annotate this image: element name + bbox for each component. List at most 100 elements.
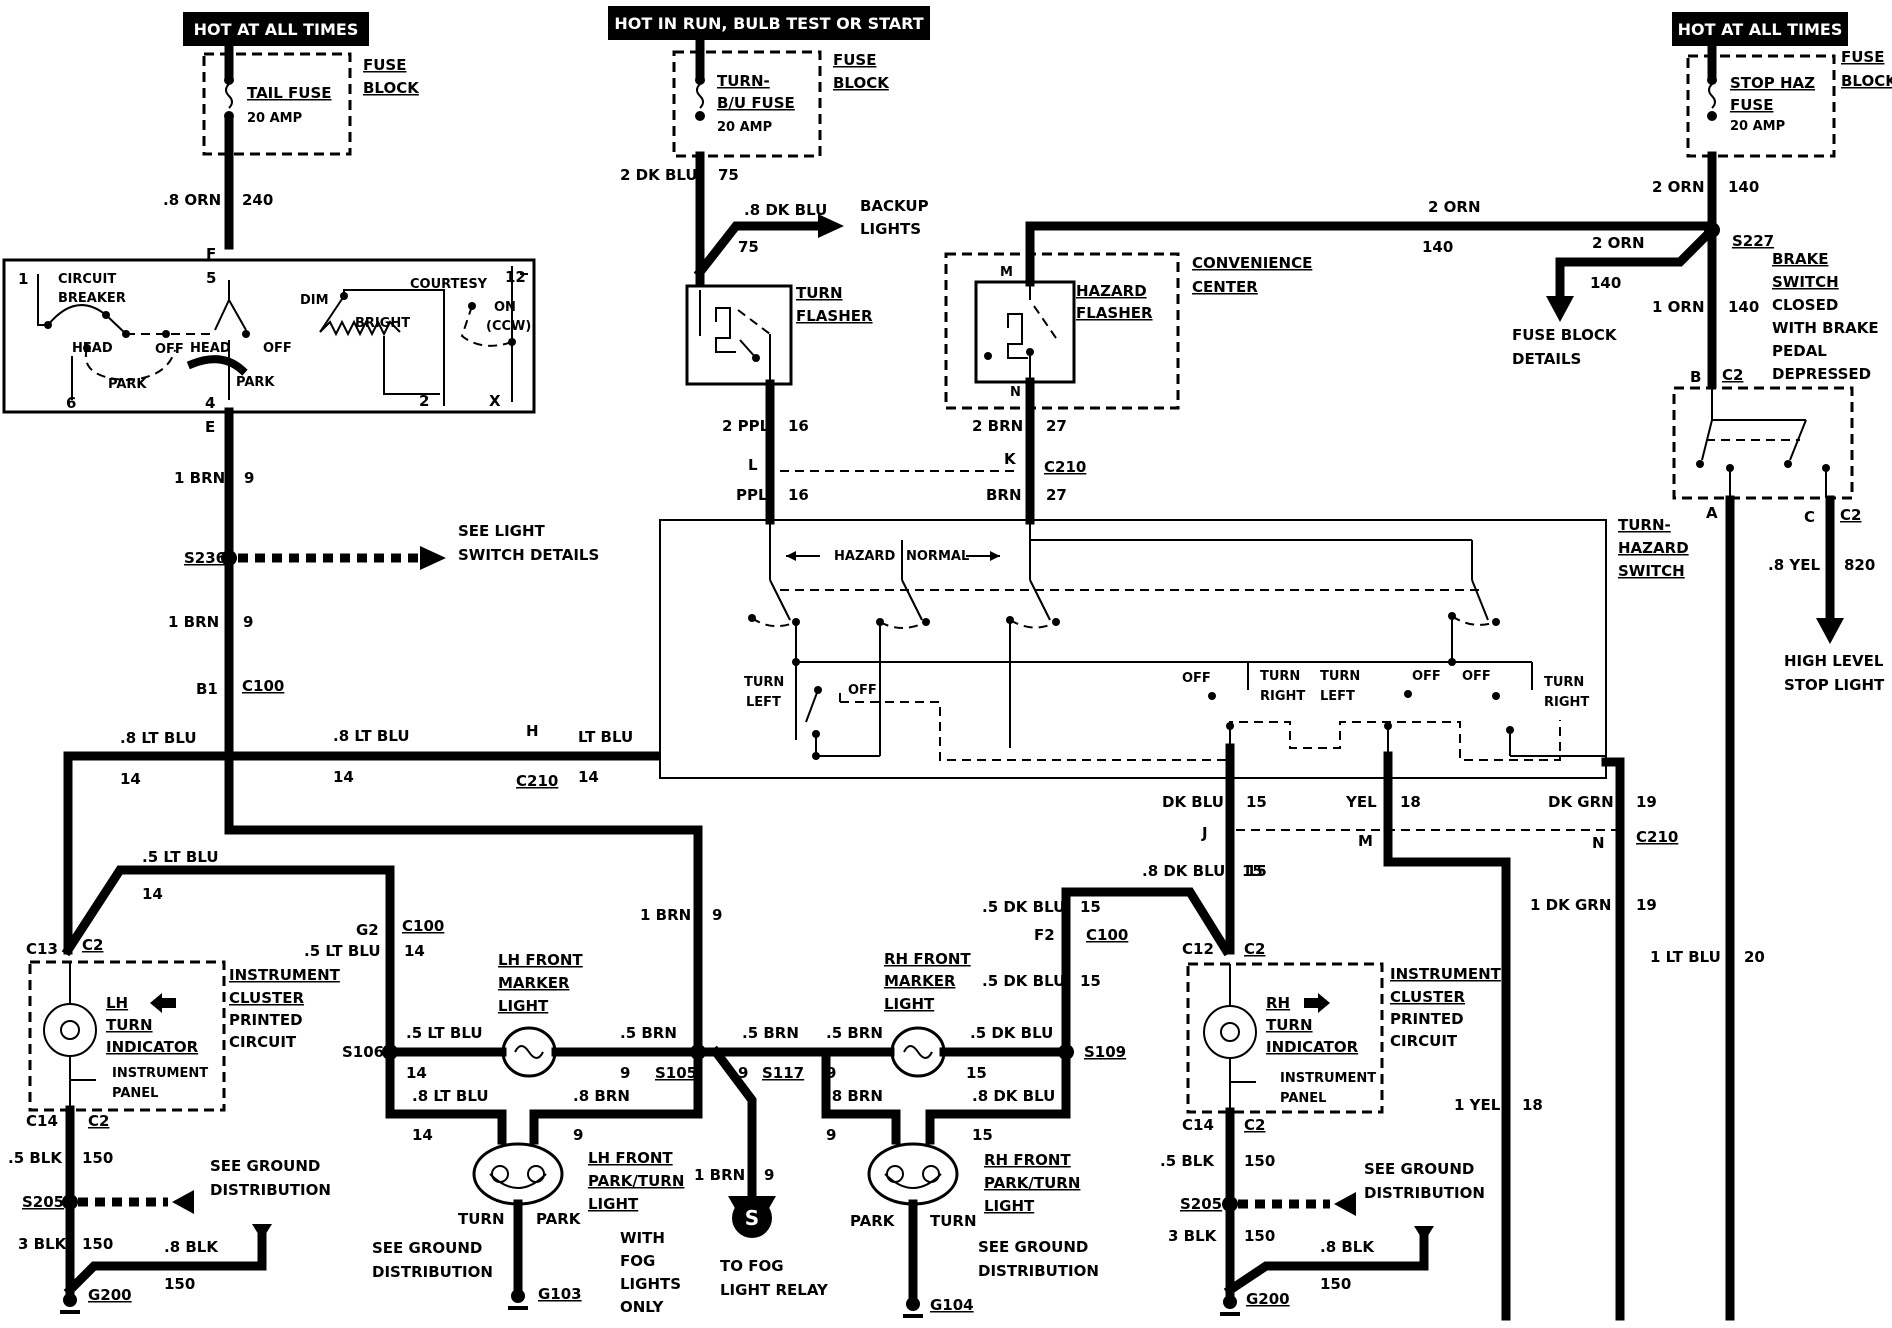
wire-number: 150 <box>164 1275 195 1293</box>
wire-number: 140 <box>1728 178 1759 196</box>
pin-label: 4 <box>205 394 215 412</box>
switch-label: TURN <box>1260 669 1300 684</box>
wire-label: .8 DK BLU <box>744 201 827 219</box>
wire-number: 19 <box>1636 896 1657 914</box>
wire-label: PPL <box>736 486 768 504</box>
wire-label: 2 ORN <box>1428 198 1481 216</box>
lh-indicator-label: LH <box>106 994 128 1012</box>
switch-label: HEAD <box>72 341 113 356</box>
park-turn-label: LH FRONT <box>588 1149 673 1167</box>
wire-label: .5 DK BLU <box>982 898 1065 916</box>
wire-label: .5 BRN <box>742 1024 799 1042</box>
arrow-light-switch-details <box>420 546 446 570</box>
ground-g104: G104 <box>930 1296 974 1314</box>
wire-label: .8 LT BLU <box>333 727 410 745</box>
cluster-label: PRINTED <box>229 1011 303 1029</box>
wire-number: 18 <box>1400 793 1421 811</box>
marker-label: LIGHT <box>884 995 935 1013</box>
wire-number: 150 <box>1244 1152 1275 1170</box>
wire-number: 16 <box>788 486 809 504</box>
wire-label: 2 BRN <box>972 417 1023 435</box>
fog-relay-symbol: S <box>745 1206 759 1230</box>
cluster-label: INSTRUMENT <box>229 966 341 984</box>
ground-g103: G103 <box>538 1285 582 1303</box>
wire-label: .8 ORN <box>163 191 221 209</box>
wire-label: 1 ORN <box>1652 298 1705 316</box>
ground-symbol-icon <box>903 1297 923 1318</box>
wire-label: 3 BLK <box>1168 1227 1218 1245</box>
connector-label: K <box>1004 450 1017 468</box>
cluster-label: CLUSTER <box>1390 988 1465 1006</box>
park-turn-label: RH FRONT <box>984 1151 1071 1169</box>
splice-s236: S236 <box>184 549 226 567</box>
left-arrow-icon <box>150 993 176 1013</box>
fuse-block-label: BLOCK <box>363 79 420 97</box>
rh-front-marker-light: RH FRONT MARKER LIGHT <box>884 950 971 1078</box>
header-hot-mid: HOT IN RUN, BULB TEST OR START <box>608 6 930 40</box>
note-text: BACKUP <box>860 197 929 215</box>
stop-haz-fuse: STOP HAZ FUSE 20 AMP FUSE BLOCK <box>1686 41 1892 158</box>
wire-label: .5 BRN <box>826 1024 883 1042</box>
switch-title: TURN- <box>1618 516 1671 534</box>
switch-label: OFF <box>155 342 184 357</box>
wire-label: .5 LT BLU <box>142 848 219 866</box>
pin-label: 5 <box>206 269 216 287</box>
park-turn-label: PARK/TURN <box>588 1172 684 1190</box>
rh-front-park-turn-light: RH FRONT PARK/TURN LIGHT PARK TURN <box>850 1142 1080 1230</box>
panel-label: PANEL <box>112 1086 158 1101</box>
wire-label: .8 DK BLU <box>972 1087 1055 1105</box>
switch-label: OFF <box>1182 671 1211 686</box>
wire-label: .5 BLK <box>8 1149 63 1167</box>
wire-number: 9 <box>244 469 254 487</box>
switch-label: COURTESY <box>410 277 488 292</box>
splice-s227: S227 <box>1732 232 1774 250</box>
connector-label: C2 <box>1244 1116 1265 1134</box>
wire-label: .5 LT BLU <box>304 942 381 960</box>
fuse-block-label: FUSE <box>1841 48 1884 66</box>
cluster-label: CLUSTER <box>229 989 304 1007</box>
connector-label: C210 <box>1636 828 1678 846</box>
wire-number: 15 <box>1080 972 1101 990</box>
connector-label: C2 <box>82 936 103 954</box>
wire-number: 15 <box>972 1126 993 1144</box>
brake-note: SWITCH <box>1772 273 1839 291</box>
tail-fuse-rating: 20 AMP <box>247 111 302 126</box>
wire-number: 14 <box>333 768 354 786</box>
wire-label: 1 LT BLU <box>1650 948 1721 966</box>
panel-label: PANEL <box>1280 1091 1326 1106</box>
splice-s106: S106 <box>342 1043 384 1061</box>
wire-label: 2 PPL <box>722 417 770 435</box>
wire-label: .5 LT BLU <box>406 1024 483 1042</box>
wire-number: 14 <box>404 942 425 960</box>
note-text: SWITCH DETAILS <box>458 546 599 564</box>
ground-g200: G200 <box>1246 1290 1290 1308</box>
bulb-label: TURN <box>458 1210 505 1228</box>
note-text: DISTRIBUTION <box>210 1181 331 1199</box>
note-text: STOP LIGHT <box>1784 676 1885 694</box>
right-arrow-icon <box>1304 993 1330 1013</box>
connector-label: C14 <box>1182 1116 1214 1134</box>
switch-label: LEFT <box>1320 689 1355 704</box>
switch-label: DIM <box>300 293 329 308</box>
wire-number: 9 <box>712 906 722 924</box>
wire-label: BRN <box>986 486 1022 504</box>
rh-indicator-label: RH <box>1266 994 1290 1012</box>
wire-label: 1 YEL <box>1454 1096 1501 1114</box>
switch-label: HEAD <box>190 341 231 356</box>
park-turn-label: PARK/TURN <box>984 1174 1080 1192</box>
header-hot-left: HOT AT ALL TIMES <box>183 12 369 46</box>
wire-number: 9 <box>826 1126 836 1144</box>
wire-number: 150 <box>82 1235 113 1253</box>
note-text: DISTRIBUTION <box>1364 1184 1485 1202</box>
wire-label: .5 DK BLU <box>982 972 1065 990</box>
cluster-label: CIRCUIT <box>1390 1032 1458 1050</box>
connector-label: C210 <box>1044 458 1086 476</box>
wire-label: LT BLU <box>578 728 633 746</box>
header-hot-left-text: HOT AT ALL TIMES <box>194 20 359 39</box>
ground-symbol-icon <box>1220 1295 1240 1316</box>
wire-number: 9 <box>243 613 253 631</box>
stop-fuse-name: STOP HAZ <box>1730 74 1815 92</box>
marker-label: RH FRONT <box>884 950 971 968</box>
